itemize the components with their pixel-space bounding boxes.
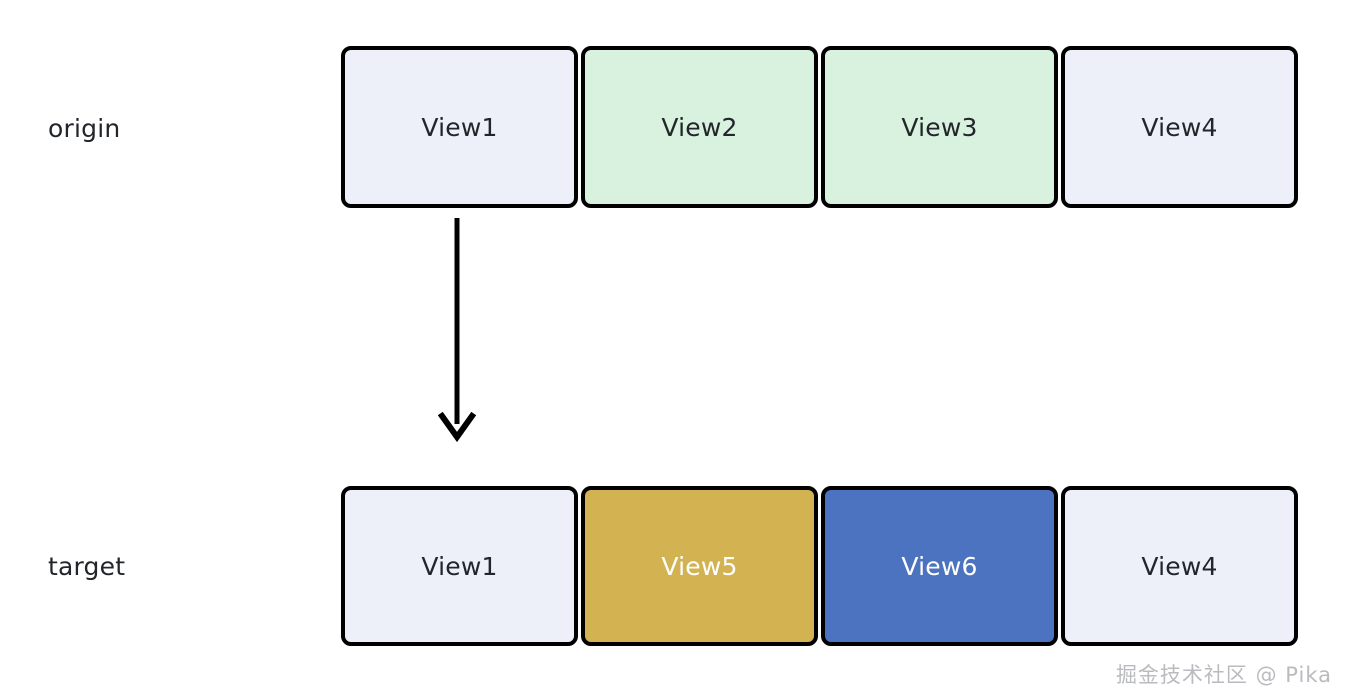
view-box-label: View4 — [1141, 112, 1218, 142]
view-box-target-4[interactable]: View4 — [1061, 486, 1298, 646]
down-arrow-icon — [437, 218, 477, 443]
view-box-label: View2 — [661, 112, 738, 142]
view-box-origin-4[interactable]: View4 — [1061, 46, 1298, 208]
view-box-target-2[interactable]: View5 — [581, 486, 818, 646]
view-box-label: View6 — [901, 551, 978, 581]
view-box-origin-1[interactable]: View1 — [341, 46, 578, 208]
view-box-target-3[interactable]: View6 — [821, 486, 1058, 646]
view-box-origin-2[interactable]: View2 — [581, 46, 818, 208]
view-row-target: View1 View5 View6 View4 — [341, 486, 1298, 646]
view-box-label: View4 — [1141, 551, 1218, 581]
row-label-target: target — [48, 552, 126, 581]
view-box-label: View5 — [661, 551, 738, 581]
watermark: 掘金技术社区 @ Pika — [1115, 663, 1332, 687]
view-row-origin: View1 View2 View3 View4 — [341, 46, 1298, 208]
view-box-label: View3 — [901, 112, 978, 142]
row-label-origin: origin — [48, 114, 121, 143]
view-box-label: View1 — [421, 112, 498, 142]
view-box-origin-3[interactable]: View3 — [821, 46, 1058, 208]
view-box-label: View1 — [421, 551, 498, 581]
view-box-target-1[interactable]: View1 — [341, 486, 578, 646]
